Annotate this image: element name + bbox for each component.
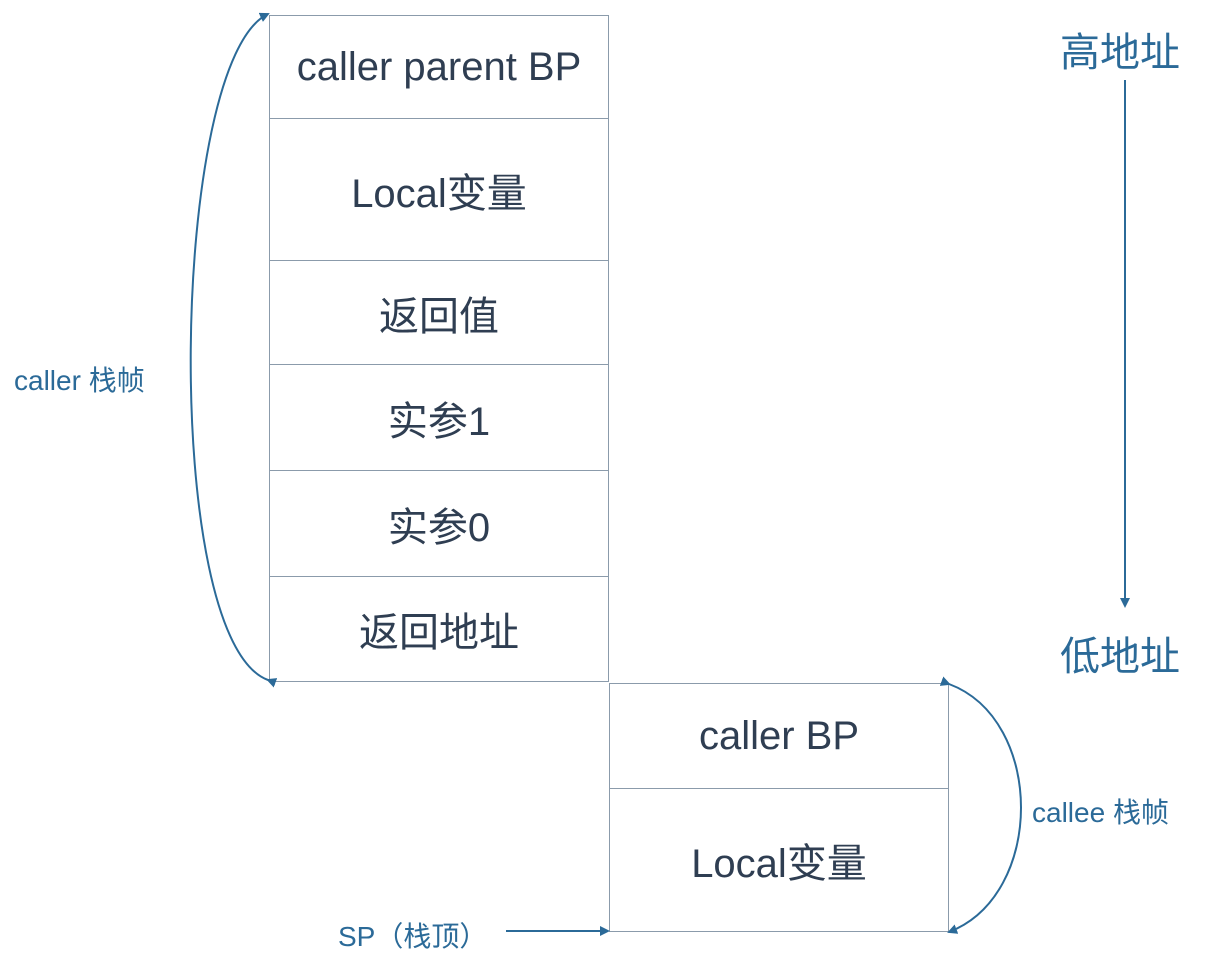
callee-cell-caller-bp: caller BP <box>609 683 949 790</box>
sp-label: SP（栈顶） <box>338 921 488 952</box>
caller-frame-bracket-arrow <box>189 12 278 688</box>
caller-cell-arg0: 实参0 <box>269 470 609 578</box>
caller-cell-return-value: 返回值 <box>269 260 609 366</box>
low-address-label: 低地址 <box>1060 635 1180 679</box>
caller-cell-arg1: 实参1 <box>269 364 609 472</box>
high-address-label: 高地址 <box>1060 31 1180 75</box>
callee-frame-bracket-arrow <box>939 676 1022 934</box>
callee-cell-local-vars: Local变量 <box>609 788 949 932</box>
callee-frame-label: callee 栈帧 <box>1032 797 1169 828</box>
caller-cell-parent-bp: caller parent BP <box>269 15 609 120</box>
caller-frame-label: caller 栈帧 <box>14 365 145 396</box>
caller-cell-return-address: 返回地址 <box>269 576 609 682</box>
